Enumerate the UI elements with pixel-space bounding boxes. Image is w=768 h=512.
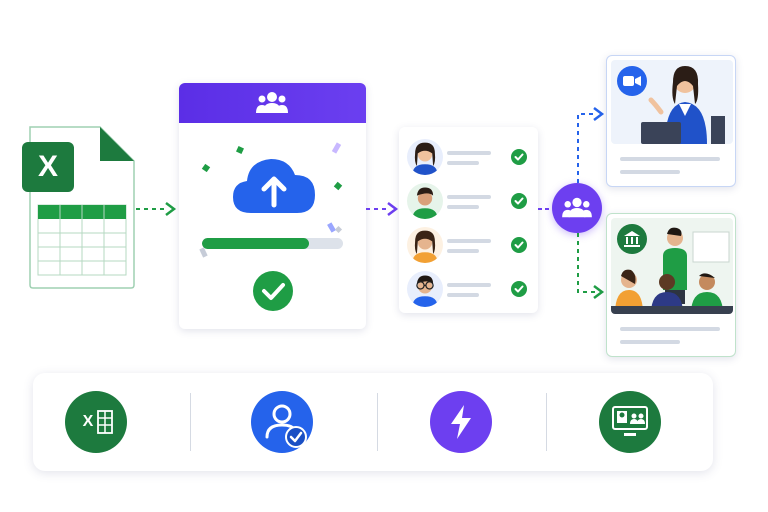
check-circle-icon	[253, 271, 293, 311]
step-deliver-classes	[599, 391, 661, 453]
roster-name-line	[447, 283, 491, 287]
roster-row	[399, 181, 538, 221]
step-divider	[546, 393, 547, 451]
people-group-icon	[256, 92, 288, 113]
classroom-icon	[611, 227, 733, 314]
online-caption-line	[620, 170, 680, 174]
upload-progress-fill	[202, 238, 310, 249]
roster-detail-line	[447, 249, 479, 253]
hub-node	[552, 183, 602, 233]
classroom-session-card	[606, 213, 736, 357]
avatar-woman-icon	[407, 139, 443, 175]
roster-row	[399, 137, 538, 177]
roster-name-line	[447, 195, 491, 199]
online-teacher-icon	[641, 66, 725, 144]
step-divider	[190, 393, 191, 451]
roster-detail-line	[447, 161, 479, 165]
school-building-icon	[617, 224, 647, 254]
cloud-upload-icon	[233, 159, 315, 213]
roster-row	[399, 269, 538, 309]
check-circle-icon	[511, 281, 527, 297]
step-excel-import: X	[65, 391, 127, 453]
step-automate	[430, 391, 492, 453]
excel-icon: X	[22, 142, 74, 192]
virtual-classroom-icon	[612, 406, 648, 436]
check-circle-icon	[511, 237, 527, 253]
arrow-to-roster	[366, 202, 399, 216]
roster-detail-line	[447, 205, 479, 209]
roster-name-line	[447, 239, 491, 243]
classroom-caption-line	[620, 327, 720, 331]
excel-file: X	[22, 125, 136, 290]
roster-card	[399, 127, 538, 313]
upload-progress-bar	[202, 238, 343, 249]
step-divider	[377, 393, 378, 451]
roster-row	[399, 225, 538, 265]
step-verify-users	[251, 391, 313, 453]
check-circle-icon	[511, 193, 527, 209]
upload-card	[179, 83, 366, 329]
avatar-man-glasses-icon	[407, 271, 443, 307]
roster-name-line	[447, 151, 491, 155]
online-caption-line	[620, 157, 720, 161]
roster-detail-line	[447, 293, 479, 297]
connector-to-hub	[538, 208, 552, 210]
check-circle-icon	[511, 149, 527, 165]
online-session-card	[606, 55, 736, 187]
avatar-man-icon	[407, 183, 443, 219]
avatar-woman-icon	[407, 227, 443, 263]
lightning-icon	[451, 405, 471, 439]
classroom-caption-line	[620, 340, 680, 344]
excel-spreadsheet-icon: X	[79, 408, 113, 436]
people-group-icon	[562, 197, 592, 218]
steps-bar: X	[33, 373, 713, 471]
user-verified-icon	[265, 404, 307, 448]
excel-letter: X	[37, 150, 58, 183]
branch-arrows	[577, 107, 605, 299]
video-camera-icon	[617, 66, 647, 96]
excel-letter: X	[82, 413, 94, 430]
arrow-to-upload	[136, 202, 177, 216]
upload-card-header	[179, 83, 366, 123]
